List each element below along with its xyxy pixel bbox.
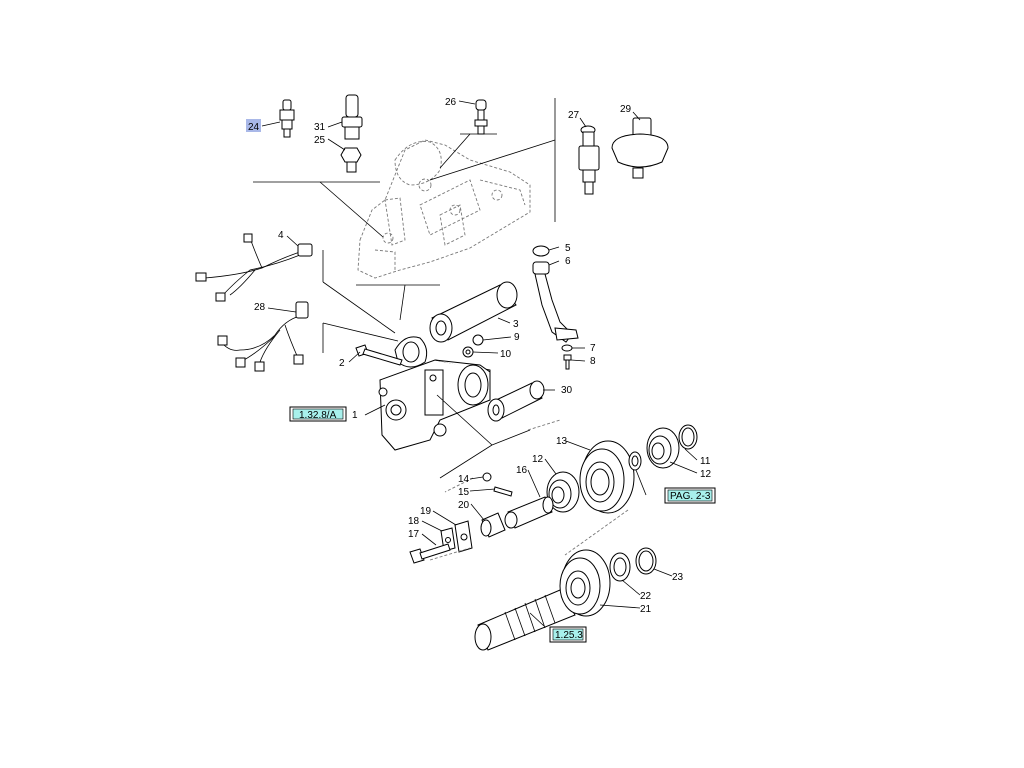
callout-1[interactable]: 1 — [352, 410, 358, 421]
callout-2[interactable]: 2 — [339, 358, 345, 369]
callout-23[interactable]: 23 — [672, 572, 684, 583]
circlip-14 — [482, 472, 492, 482]
sensor-24 — [279, 99, 295, 138]
callout-11[interactable]: 11 — [700, 456, 711, 467]
callout-28[interactable]: 28 — [254, 302, 266, 313]
sleeve-20 — [480, 512, 506, 538]
ref-label-1-32-8-a: 1.32.8/A — [299, 410, 337, 421]
callout-25[interactable]: 25 — [314, 135, 326, 146]
screw-8 — [563, 354, 572, 370]
bearing-12-right — [646, 427, 680, 469]
gear-13 — [579, 440, 635, 514]
ref-box-1-32-8-a[interactable]: 1.32.8/A — [289, 406, 347, 422]
guide-lines-top — [253, 98, 556, 353]
callout-30[interactable]: 30 — [561, 385, 573, 396]
ref-label-pag-2-3: PAG. 2-3 — [670, 491, 711, 502]
callout-10[interactable]: 10 — [500, 349, 512, 360]
callout-22[interactable]: 22 — [640, 591, 652, 602]
bearing-12-left — [546, 471, 580, 513]
oring-5 — [532, 245, 550, 257]
plate-19 — [454, 520, 473, 553]
washer-7 — [561, 344, 573, 352]
ref-box-1-25-3[interactable]: 1.25.3 — [549, 626, 587, 643]
callout-6[interactable]: 6 — [565, 256, 571, 267]
filter-element-3 — [429, 281, 518, 343]
nut-9 — [472, 334, 484, 346]
shaft-16 — [504, 496, 554, 529]
ref-box-pag-2-3[interactable]: PAG. 2-3 — [664, 487, 716, 504]
bearing-22 — [609, 552, 631, 582]
callout-20[interactable]: 20 — [458, 500, 470, 511]
callout-13[interactable]: 13 — [556, 436, 568, 447]
wiring-harness-28 — [217, 301, 309, 372]
gear-21 — [559, 549, 611, 617]
nut-25 — [340, 147, 362, 173]
fitting-31 — [341, 94, 363, 140]
ref-label-1-25-3: 1.25.3 — [555, 630, 583, 641]
callout-27[interactable]: 27 — [568, 110, 580, 121]
leader-lines — [261, 100, 698, 627]
callout-14[interactable]: 14 — [458, 474, 470, 485]
callout-18[interactable]: 18 — [408, 516, 420, 527]
callout-12-left[interactable]: 12 — [532, 454, 544, 465]
pressure-sender-29 — [611, 117, 669, 179]
callouts: 24 31 25 26 27 29 4 28 3 5 6 7 8 9 10 30… — [246, 97, 712, 615]
callout-17[interactable]: 17 — [408, 529, 420, 540]
callout-7[interactable]: 7 — [590, 343, 596, 354]
callout-26[interactable]: 26 — [445, 97, 457, 108]
wiring-harness-4 — [195, 233, 313, 302]
circlip-23 — [635, 547, 657, 575]
callout-4[interactable]: 4 — [278, 230, 284, 241]
callout-15[interactable]: 15 — [458, 487, 470, 498]
washer-10 — [462, 346, 474, 358]
callout-3[interactable]: 3 — [513, 319, 519, 330]
filter-element-30 — [487, 380, 545, 422]
suction-pipe-6 — [532, 261, 579, 343]
callout-21[interactable]: 21 — [640, 604, 652, 615]
circlip-11 — [678, 424, 698, 450]
callout-9[interactable]: 9 — [514, 332, 520, 343]
driveshaft — [474, 589, 576, 651]
callout-29[interactable]: 29 — [620, 104, 632, 115]
dashed-axes — [429, 419, 629, 561]
callout-16[interactable]: 16 — [516, 465, 528, 476]
callout-8[interactable]: 8 — [590, 356, 596, 367]
callout-5[interactable]: 5 — [565, 243, 571, 254]
pin-15 — [493, 486, 513, 497]
reference-boxes: 1.32.8/A PAG. 2-3 1.25.3 — [289, 406, 716, 643]
switch-27 — [578, 125, 600, 195]
callout-highlight-24 — [246, 119, 261, 132]
callout-12-right[interactable]: 12 — [700, 469, 712, 480]
spacer-ring — [628, 451, 642, 471]
engine-housing — [357, 139, 531, 279]
oil-pump-1 — [378, 336, 491, 451]
callout-31[interactable]: 31 — [314, 122, 326, 133]
guide-lines-pump — [436, 394, 531, 479]
bolt-2 — [355, 344, 403, 366]
callout-19[interactable]: 19 — [420, 506, 432, 517]
sensor-26 — [474, 99, 488, 135]
bolt-17 — [409, 543, 451, 564]
callout-24[interactable]: 24 — [248, 122, 260, 133]
